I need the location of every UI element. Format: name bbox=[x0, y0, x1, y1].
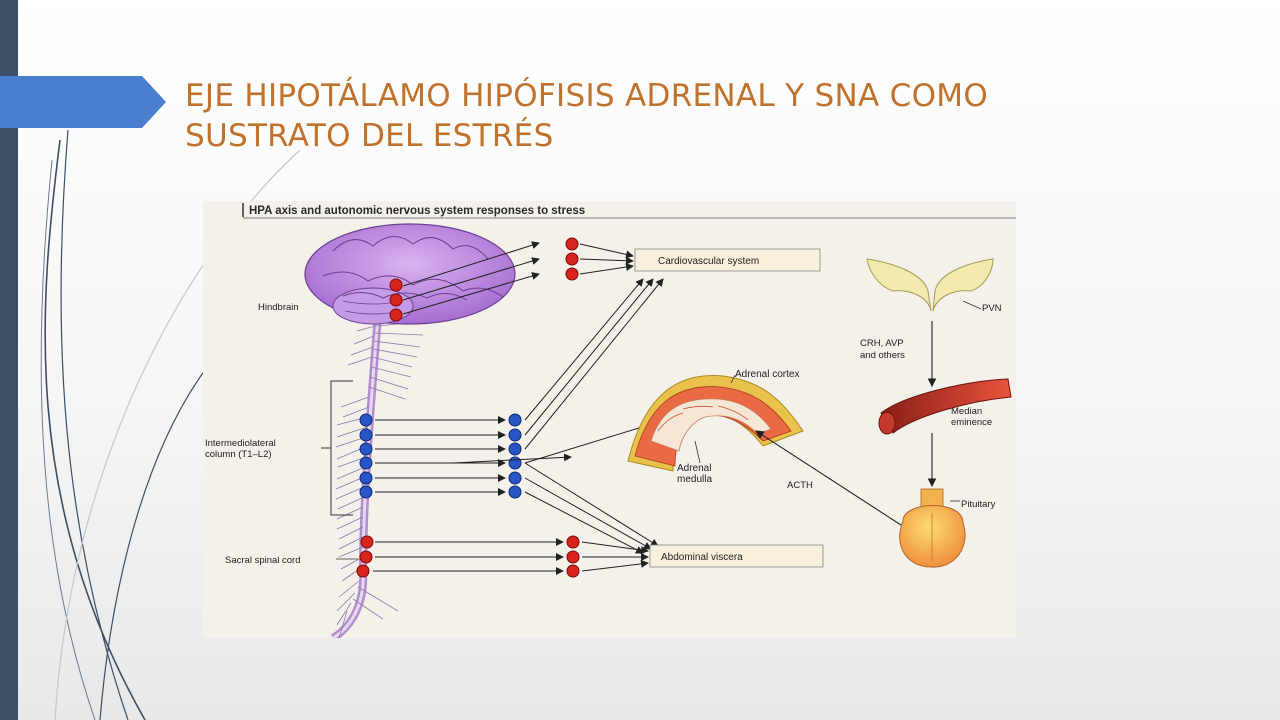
spinal-nerves bbox=[335, 321, 424, 638]
hypothalamus-pvn-icon bbox=[866, 258, 994, 312]
label-crh-1: CRH, AVP bbox=[860, 338, 904, 349]
label-intermediolateral: Intermediolateral bbox=[205, 438, 276, 449]
label-abdominal: Abdominal viscera bbox=[661, 552, 743, 563]
title-arrow-icon bbox=[0, 76, 166, 128]
arrows-sacral bbox=[373, 538, 649, 575]
label-acth: ACTH bbox=[787, 480, 813, 491]
label-cardiovascular: Cardiovascular system bbox=[658, 256, 759, 267]
decorative-curves bbox=[40, 129, 301, 720]
label-adrenal-medulla-1: Adrenal bbox=[677, 463, 711, 474]
figure-header: HPA axis and autonomic nervous system re… bbox=[249, 205, 585, 217]
cardiovascular-box bbox=[634, 248, 821, 272]
label-adrenal-medulla-2: medulla bbox=[677, 474, 712, 485]
label-adrenal-cortex: Adrenal cortex bbox=[735, 369, 799, 380]
label-pituitary: Pituitary bbox=[961, 499, 996, 510]
label-hindbrain: Hindbrain bbox=[258, 302, 299, 313]
left-accent-bar bbox=[0, 0, 18, 720]
slide-title: EJE HIPOTÁLAMO HIPÓFISIS ADRENAL Y SNA C… bbox=[185, 76, 1185, 156]
adrenal-gland-icon bbox=[627, 374, 804, 472]
sacral-neurons bbox=[356, 535, 580, 578]
hpa-figure: HPA axis and autonomic nervous system re… bbox=[203, 201, 1016, 638]
hpa-diagram: HPA axis and autonomic nervous system re… bbox=[205, 203, 1016, 638]
pituitary-icon bbox=[899, 488, 966, 568]
label-column: column (T1–L2) bbox=[205, 449, 272, 460]
abdominal-box bbox=[649, 544, 824, 568]
label-median-2: eminence bbox=[951, 417, 992, 428]
label-pvn: PVN bbox=[982, 303, 1002, 314]
slide-title-line-2: SUSTRATO DEL ESTRÉS bbox=[185, 118, 554, 154]
brainstem-neurons bbox=[389, 237, 579, 322]
label-sacral-spinal-cord: Sacral spinal cord bbox=[225, 555, 301, 566]
label-crh-2: and others bbox=[860, 350, 905, 361]
intermediolateral-neurons bbox=[359, 413, 522, 499]
slide-title-line-1: EJE HIPOTÁLAMO HIPÓFISIS ADRENAL Y SNA C… bbox=[185, 78, 989, 114]
label-median-1: Median bbox=[951, 406, 982, 417]
arrows-brainstem bbox=[402, 241, 634, 315]
median-eminence-icon bbox=[878, 378, 1012, 435]
brain-icon bbox=[304, 223, 516, 325]
